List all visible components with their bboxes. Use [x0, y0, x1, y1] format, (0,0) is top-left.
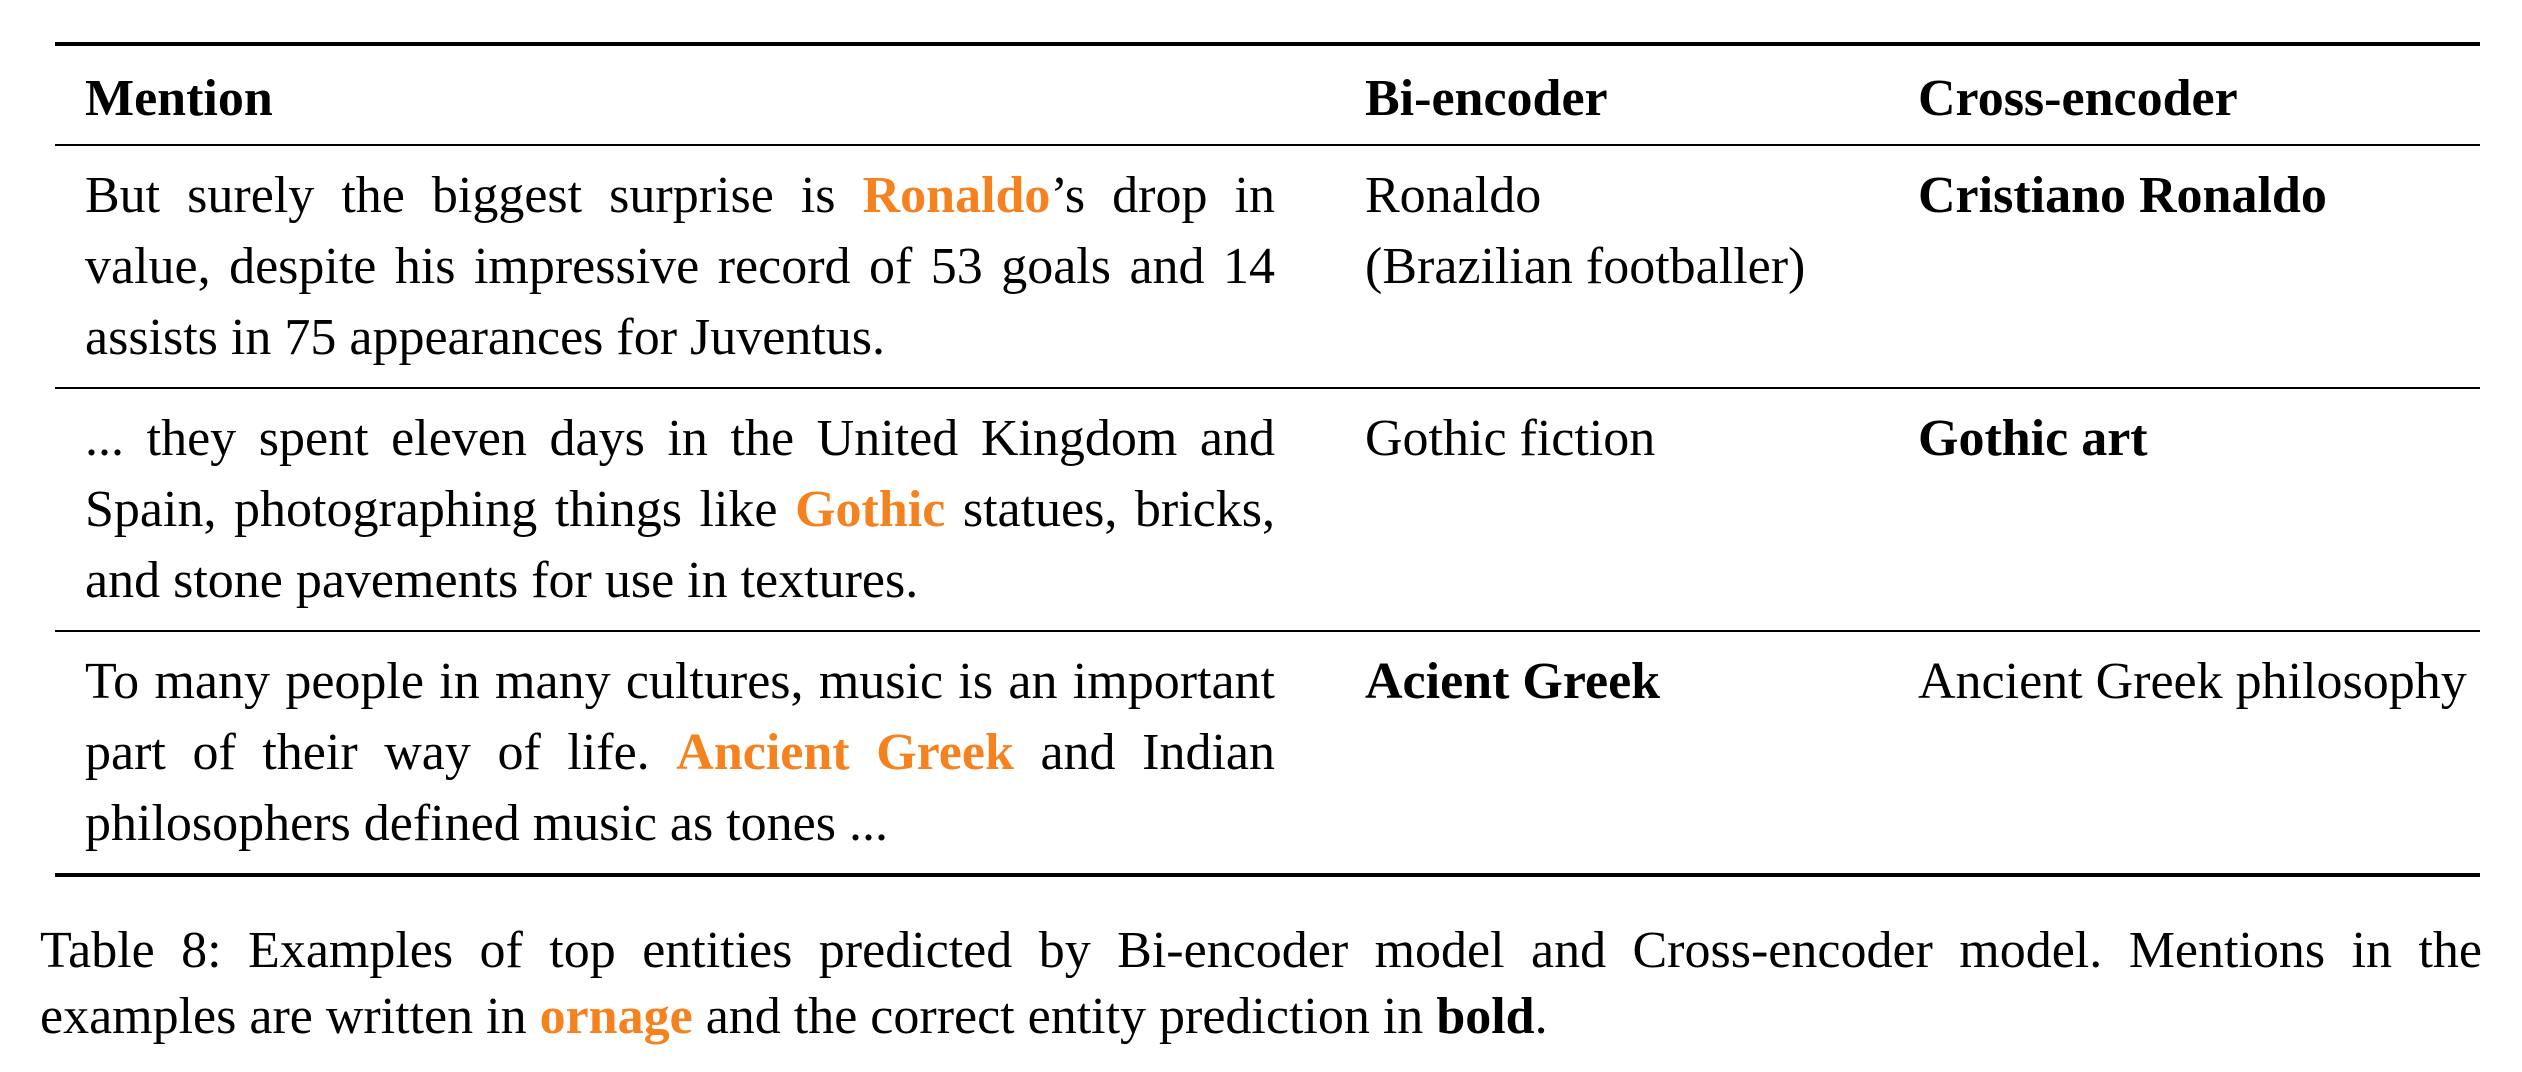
- mention-cell: But surely the biggest surprise is Ronal…: [55, 145, 1335, 388]
- mention-text-before: But surely the biggest surprise is: [85, 167, 863, 224]
- bi-encoder-cell: Ronaldo (Brazilian footballer): [1335, 145, 1888, 388]
- bi-encoder-cell: Acient Greek: [1365, 653, 1661, 710]
- mention-cell: To many people in many cultures, music i…: [55, 631, 1335, 875]
- header-cross-encoder: Cross-encoder: [1918, 70, 2238, 127]
- caption-line2-before: examples are written in: [40, 988, 540, 1045]
- caption-line2-after: .: [1534, 988, 1548, 1045]
- cross-encoder-cell: Cristiano Ronaldo: [1918, 167, 2327, 224]
- bi-encoder-entity-line1: Ronaldo: [1365, 167, 1542, 224]
- entity-prediction-table: Mention Bi-encoder Cross-encoder But sur…: [55, 42, 2480, 877]
- mention-text-after: statues, bricks, and stone pavements for…: [85, 481, 1275, 609]
- table-row: ... they spent eleven days in the United…: [55, 388, 2480, 631]
- mention-span: Ronaldo: [862, 167, 1051, 224]
- mention-span: Gothic: [795, 481, 946, 538]
- table-row: But surely the biggest surprise is Ronal…: [55, 145, 2480, 388]
- caption-bold-word: bold: [1436, 988, 1535, 1045]
- mention-text-after: ’s drop in value, despite his impressive…: [85, 167, 1275, 366]
- mention-text-after: and Indian philosophers defined music as…: [85, 724, 1275, 852]
- cross-encoder-cell: Ancient Greek philosophy: [1918, 653, 2467, 710]
- mention-text-before: ... they spent eleven days in the United…: [85, 410, 1275, 538]
- header-mention: Mention: [85, 70, 273, 127]
- bi-encoder-cell: Gothic fiction: [1365, 410, 1656, 467]
- header-bi-encoder: Bi-encoder: [1365, 70, 1608, 127]
- mention-span: Ancient Greek: [676, 724, 1014, 781]
- caption-line2-middle: and the correct entity prediction in: [692, 988, 1437, 1045]
- mention-text-before: To many people in many cultures, music i…: [85, 653, 1275, 781]
- caption-orange-word: ornage: [539, 988, 693, 1045]
- mention-cell: ... they spent eleven days in the United…: [55, 388, 1335, 631]
- table-row: To many people in many cultures, music i…: [55, 631, 2480, 875]
- results-table-container: Mention Bi-encoder Cross-encoder But sur…: [55, 42, 2480, 877]
- table-caption: Table 8: Examples of top entities predic…: [40, 918, 2482, 1050]
- bi-encoder-entity-line2: (Brazilian footballer): [1365, 238, 1806, 295]
- table-header-row: Mention Bi-encoder Cross-encoder: [55, 44, 2480, 145]
- cross-encoder-cell: Gothic art: [1918, 410, 2148, 467]
- caption-line1: Table 8: Examples of top entities predic…: [40, 922, 2482, 979]
